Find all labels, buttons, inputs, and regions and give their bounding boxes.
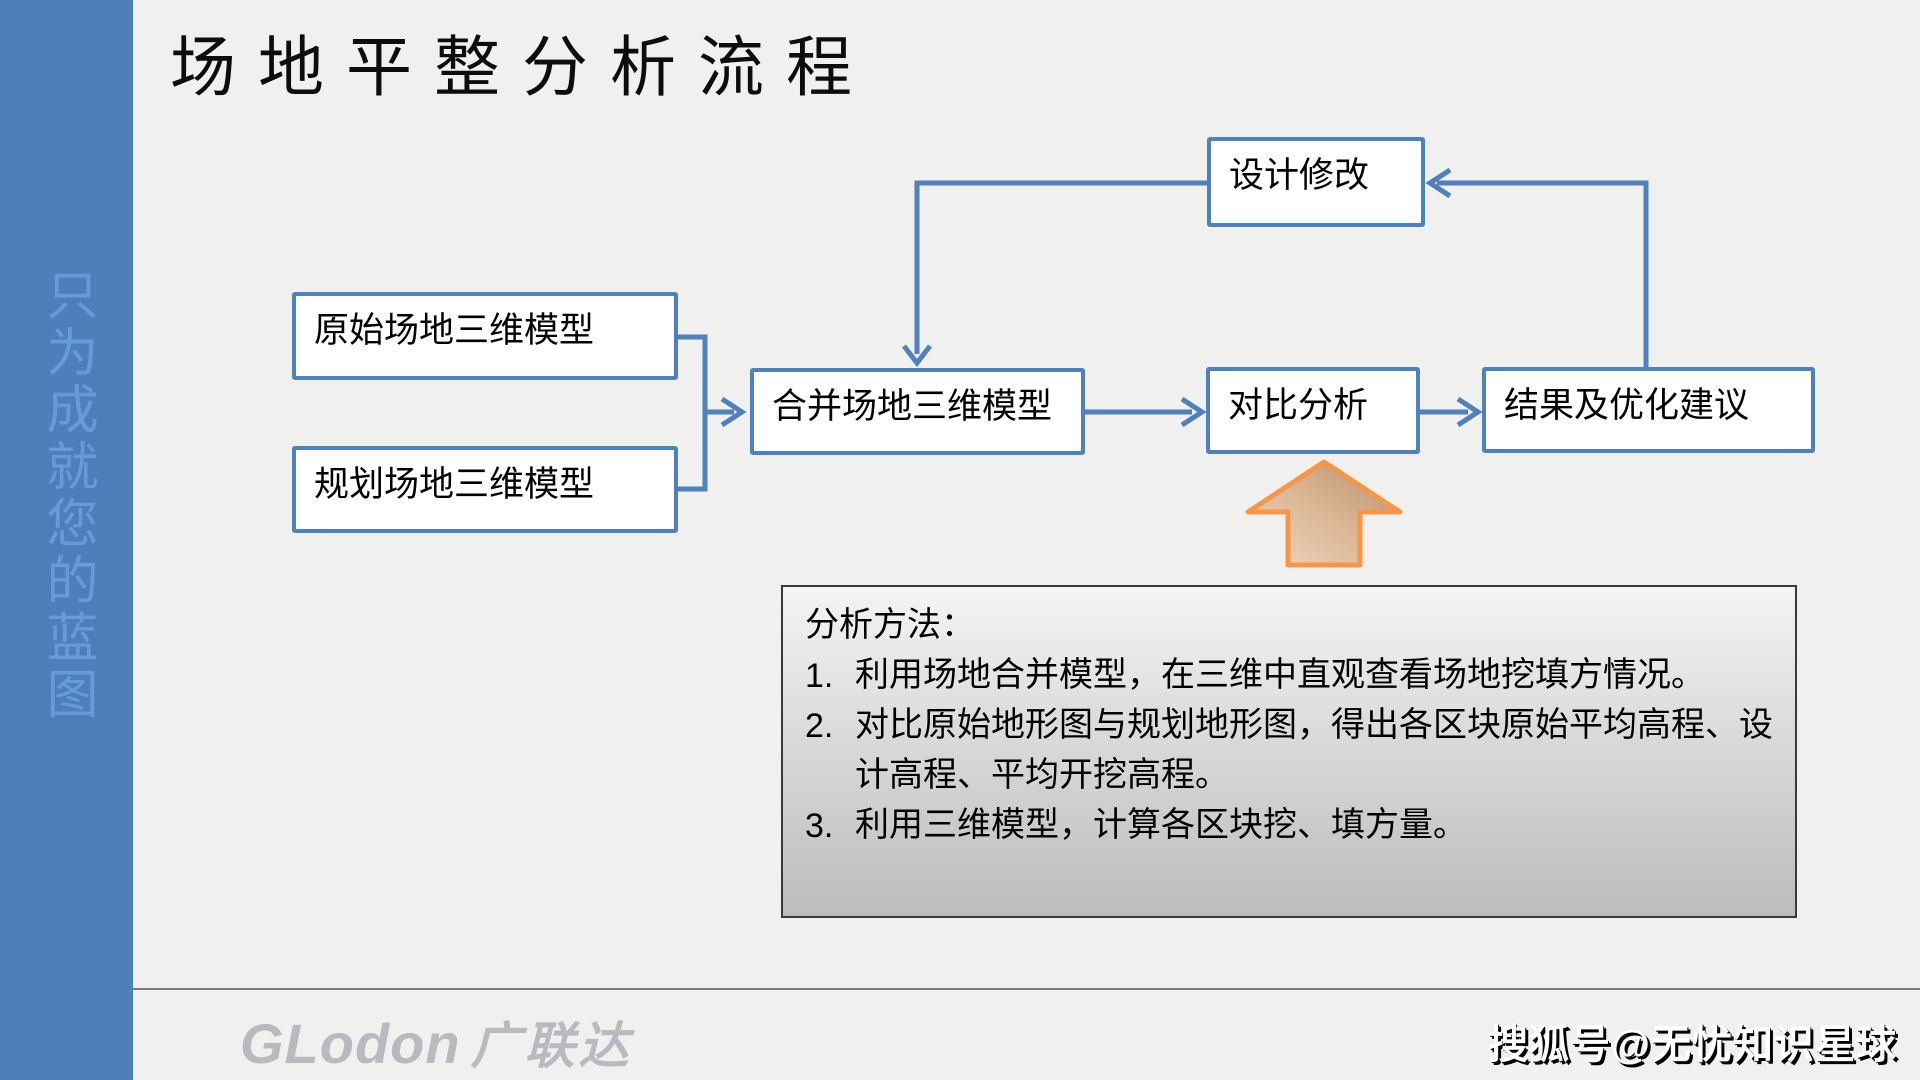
arrowhead-into-compare	[1180, 396, 1207, 428]
item-text: 利用场地合并模型，在三维中直观查看场地挖填方情况。	[855, 657, 1705, 694]
arrowhead-into-merged	[720, 396, 747, 428]
footer-divider	[133, 988, 1920, 990]
analysis-method-item: 3. 利用三维模型，计算各区块挖、填方量。	[805, 801, 1775, 851]
flow-box-planned-terrain-model: 规划场地三维模型	[292, 446, 678, 533]
analysis-method-heading: 分析方法：	[805, 607, 975, 644]
connector-design-to-merged	[914, 180, 1207, 354]
connector-result-to-design	[1437, 180, 1649, 367]
item-number: 2.	[805, 707, 834, 745]
page-title: 场地平整分析流程	[170, 32, 874, 105]
flow-box-merged-terrain-model: 合并场地三维模型	[750, 368, 1085, 455]
item-text: 对比原始地形图与规划地形图，得出各区块原始平均高程、设计高程、平均开挖高程。	[855, 707, 1773, 794]
glodon-logo-cjk: 广联达	[470, 1018, 633, 1074]
arrowhead-into-result	[1456, 396, 1483, 428]
connector-merge-bus	[678, 334, 708, 492]
analysis-method-item: 1. 利用场地合并模型，在三维中直观查看场地挖填方情况。	[805, 651, 1775, 701]
analysis-method-item: 2. 对比原始地形图与规划地形图，得出各区块原始平均高程、设计高程、平均开挖高程…	[805, 701, 1775, 801]
flow-box-results-and-suggestions: 结果及优化建议	[1482, 367, 1815, 453]
flow-box-design-modification: 设计修改	[1207, 137, 1425, 227]
item-number: 1.	[805, 657, 834, 695]
analysis-method-panel: 分析方法： 1. 利用场地合并模型，在三维中直观查看场地挖填方情况。 2. 对比…	[781, 585, 1797, 918]
orange-up-block-arrow	[1245, 459, 1403, 568]
flow-box-original-terrain-model: 原始场地三维模型	[292, 292, 678, 380]
flow-box-comparative-analysis: 对比分析	[1206, 367, 1420, 454]
item-number: 3.	[805, 807, 834, 845]
glodon-logo-latin: GLodon	[240, 1012, 461, 1075]
sohu-watermark: 搜狐号@无忧知识星球	[1488, 1023, 1898, 1067]
arrowhead-into-design	[1425, 167, 1452, 199]
item-text: 利用三维模型，计算各区块挖、填方量。	[855, 807, 1467, 844]
sidebar: 只为成就您的蓝图	[0, 0, 133, 1080]
arrowhead-down-into-merged	[902, 344, 932, 368]
sidebar-watermark-text: 只为成就您的蓝图	[38, 268, 95, 724]
